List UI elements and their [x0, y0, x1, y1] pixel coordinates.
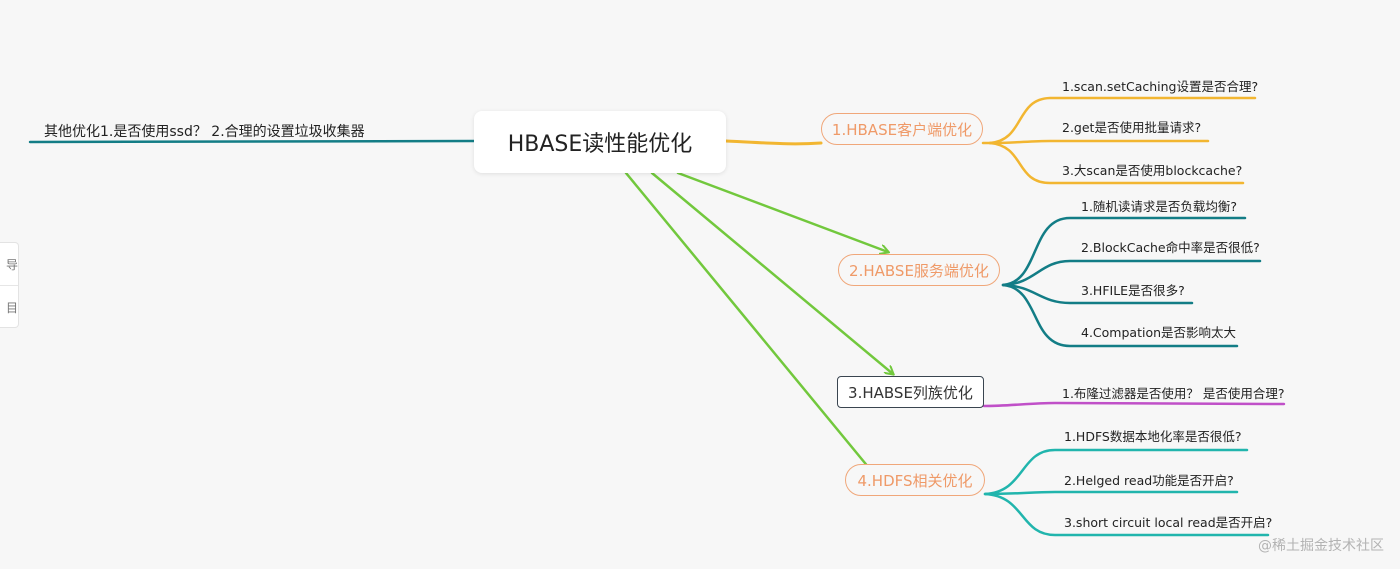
branch-label: 1.HBASE客户端优化: [831, 120, 973, 139]
branch-hdfs-optimization[interactable]: 4.HDFS相关优化: [845, 464, 985, 496]
leaf-hdfs-2[interactable]: 2.Helged read功能是否开启?: [1064, 473, 1234, 488]
leaf-server-4[interactable]: 4.Compation是否影响太大: [1081, 325, 1237, 340]
side-toolbar: 导 目: [0, 242, 19, 328]
branch-label: 4.HDFS相关优化: [857, 471, 973, 490]
connector-other: [28, 139, 476, 144]
leaf-server-1[interactable]: 1.随机读请求是否负载均衡?: [1081, 199, 1238, 214]
connector-branch1-leaf3: [988, 141, 1245, 185]
connector-branch1-leaf2: [988, 139, 1210, 145]
arrow-root-branch2: [676, 171, 888, 252]
connector-branch4-leaf1: [983, 448, 1249, 496]
branch-server-optimization[interactable]: 2.HABSE服务端优化: [838, 254, 1000, 286]
outline-icon: 目: [5, 300, 18, 315]
leaf-server-2[interactable]: 2.BlockCache命中率是否很低?: [1081, 240, 1260, 255]
arrow-root-branch4: [624, 171, 874, 474]
connector-branch1-leaf1: [988, 96, 1257, 145]
leaf-client-1[interactable]: 1.scan.setCaching设置是否合理?: [1062, 79, 1259, 94]
leaf-client-3[interactable]: 3.大scan是否使用blockcache?: [1062, 163, 1243, 178]
leaf-client-2[interactable]: 2.get是否使用批量请求?: [1062, 120, 1202, 135]
branch-column-family-optimization[interactable]: 3.HABSE列族优化: [837, 376, 984, 408]
export-button[interactable]: 导: [0, 243, 18, 286]
leaf-hdfs-1[interactable]: 1.HDFS数据本地化率是否很低?: [1064, 429, 1242, 444]
leaf-hdfs-3[interactable]: 3.short circuit local read是否开启?: [1064, 515, 1273, 530]
connector-branch4-leaf2: [983, 490, 1239, 496]
branch-label: 3.HABSE列族优化: [848, 383, 973, 402]
connector-branch2-leaf2: [1001, 259, 1262, 287]
arrow-root-branch3: [650, 171, 893, 374]
connector-branch2-leaf4: [1001, 283, 1239, 348]
watermark: @稀土掘金技术社区: [1258, 538, 1384, 554]
branch-client-optimization[interactable]: 1.HBASE客户端优化: [821, 113, 983, 145]
connector-branch4-leaf3: [983, 492, 1270, 537]
branch-label: 2.HABSE服务端优化: [849, 261, 989, 280]
root-node[interactable]: HBASE读性能优化: [474, 111, 726, 173]
connector-root-branch1: [724, 139, 823, 146]
leaf-column-family-1[interactable]: 1.布隆过滤器是否使用？ 是否使用合理?: [1062, 386, 1285, 401]
export-icon: 导: [5, 257, 18, 272]
outline-button[interactable]: 目: [0, 286, 18, 328]
leaf-server-3[interactable]: 3.HFILE是否很多?: [1081, 283, 1185, 298]
root-label: HBASE读性能优化: [507, 132, 693, 157]
connector-branch3-leaf1: [982, 401, 1286, 408]
connector-branch2-leaf3: [1001, 283, 1194, 305]
connector-branch2-leaf1: [1001, 216, 1247, 287]
other-optimization-label[interactable]: 其他优化1.是否使用ssd？ 2.合理的设置垃圾收集器: [44, 124, 365, 140]
